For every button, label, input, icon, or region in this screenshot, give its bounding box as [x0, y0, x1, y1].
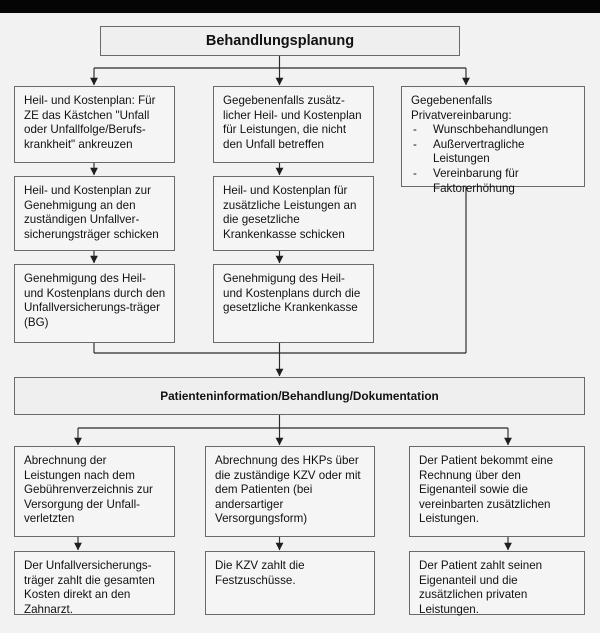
box-middle-row4-text: Abrechnung des HKPs über die zuständige … — [215, 454, 361, 526]
box-left-row1-text: Heil- und Kostenplan: Für ZE das Kästche… — [24, 94, 156, 151]
list-item-label: Außervertragliche Leistungen — [433, 137, 525, 166]
box-right-row4: Der Patient bekommt eine Rechnung über d… — [409, 446, 585, 537]
box-left-row2-text: Heil- und Kostenplan zur Genehmigung an … — [24, 184, 159, 241]
box-middle-row1: Gegebenenfalls zusätz-licher Heil- und K… — [213, 86, 374, 163]
title-label: Behandlungsplanung — [205, 32, 355, 49]
box-right-row1-heading: Gegebenenfalls Privatvereinbarung: — [411, 94, 512, 122]
dash-bullet-icon: - — [413, 137, 417, 151]
box-left-row1: Heil- und Kostenplan: Für ZE das Kästche… — [14, 86, 175, 163]
box-right-row5-text: Der Patient zahlt seinen Eigenanteil und… — [419, 559, 543, 616]
box-middle-row1-text: Gegebenenfalls zusätz-licher Heil- und K… — [223, 94, 362, 151]
list-item: - Wunschbehandlungen — [411, 123, 576, 138]
box-middle-row4: Abrechnung des HKPs über die zuständige … — [205, 446, 375, 537]
box-right-row5: Der Patient zahlt seinen Eigenanteil und… — [409, 551, 585, 616]
flowchart-canvas: Behandlungsplanung Heil- und Kostenplan:… — [0, 13, 600, 633]
box-left-row5-text: Der Unfallversicherungs-träger zahlt die… — [24, 559, 155, 616]
dash-bullet-icon: - — [413, 123, 417, 137]
box-middle-row5: Die KZV zahlt die Festzuschüsse. — [205, 551, 375, 615]
box-left-row3-text: Genehmigung des Heil- und Kostenplans du… — [24, 272, 166, 329]
box-left-row3: Genehmigung des Heil- und Kostenplans du… — [14, 264, 175, 343]
box-right-row1-bullet-list: - Wunschbehandlungen - Außervertragliche L… — [411, 123, 576, 196]
box-right-row4-text: Der Patient bekommt eine Rechnung über d… — [419, 454, 554, 526]
dash-bullet-icon: - — [413, 166, 417, 180]
box-left-row4: Abrechnung der Leistungen nach dem Gebüh… — [14, 446, 175, 537]
mid-bar-box: Patienteninformation/Behandlung/Dokument… — [14, 377, 585, 415]
box-left-row5: Der Unfallversicherungs-träger zahlt die… — [14, 551, 175, 616]
box-middle-row2: Heil- und Kostenplan für zusätzliche Lei… — [213, 176, 374, 251]
title-box: Behandlungsplanung — [100, 26, 460, 56]
box-middle-row5-text: Die KZV zahlt die Festzuschüsse. — [215, 559, 305, 587]
box-left-row2: Heil- und Kostenplan zur Genehmigung an … — [14, 176, 175, 251]
box-right-row1: Gegebenenfalls Privatvereinbarung: - Wuns… — [401, 86, 585, 195]
list-item-label: Vereinbarung für Faktorerhöhung — [433, 166, 519, 195]
box-middle-row3-text: Genehmigung des Heil- und Kostenplans du… — [223, 272, 361, 315]
box-middle-row2-text: Heil- und Kostenplan für zusätzliche Lei… — [223, 184, 357, 241]
top-black-bar — [0, 0, 600, 13]
mid-bar-label: Patienteninformation/Behandlung/Dokument… — [160, 388, 439, 403]
list-item: - Vereinbarung für Faktorerhöhung — [411, 167, 576, 196]
list-item: - Außervertragliche Leistungen — [411, 138, 576, 167]
box-left-row4-text: Abrechnung der Leistungen nach dem Gebüh… — [24, 454, 153, 526]
box-middle-row3: Genehmigung des Heil- und Kostenplans du… — [213, 264, 374, 343]
list-item-label: Wunschbehandlungen — [433, 123, 549, 137]
